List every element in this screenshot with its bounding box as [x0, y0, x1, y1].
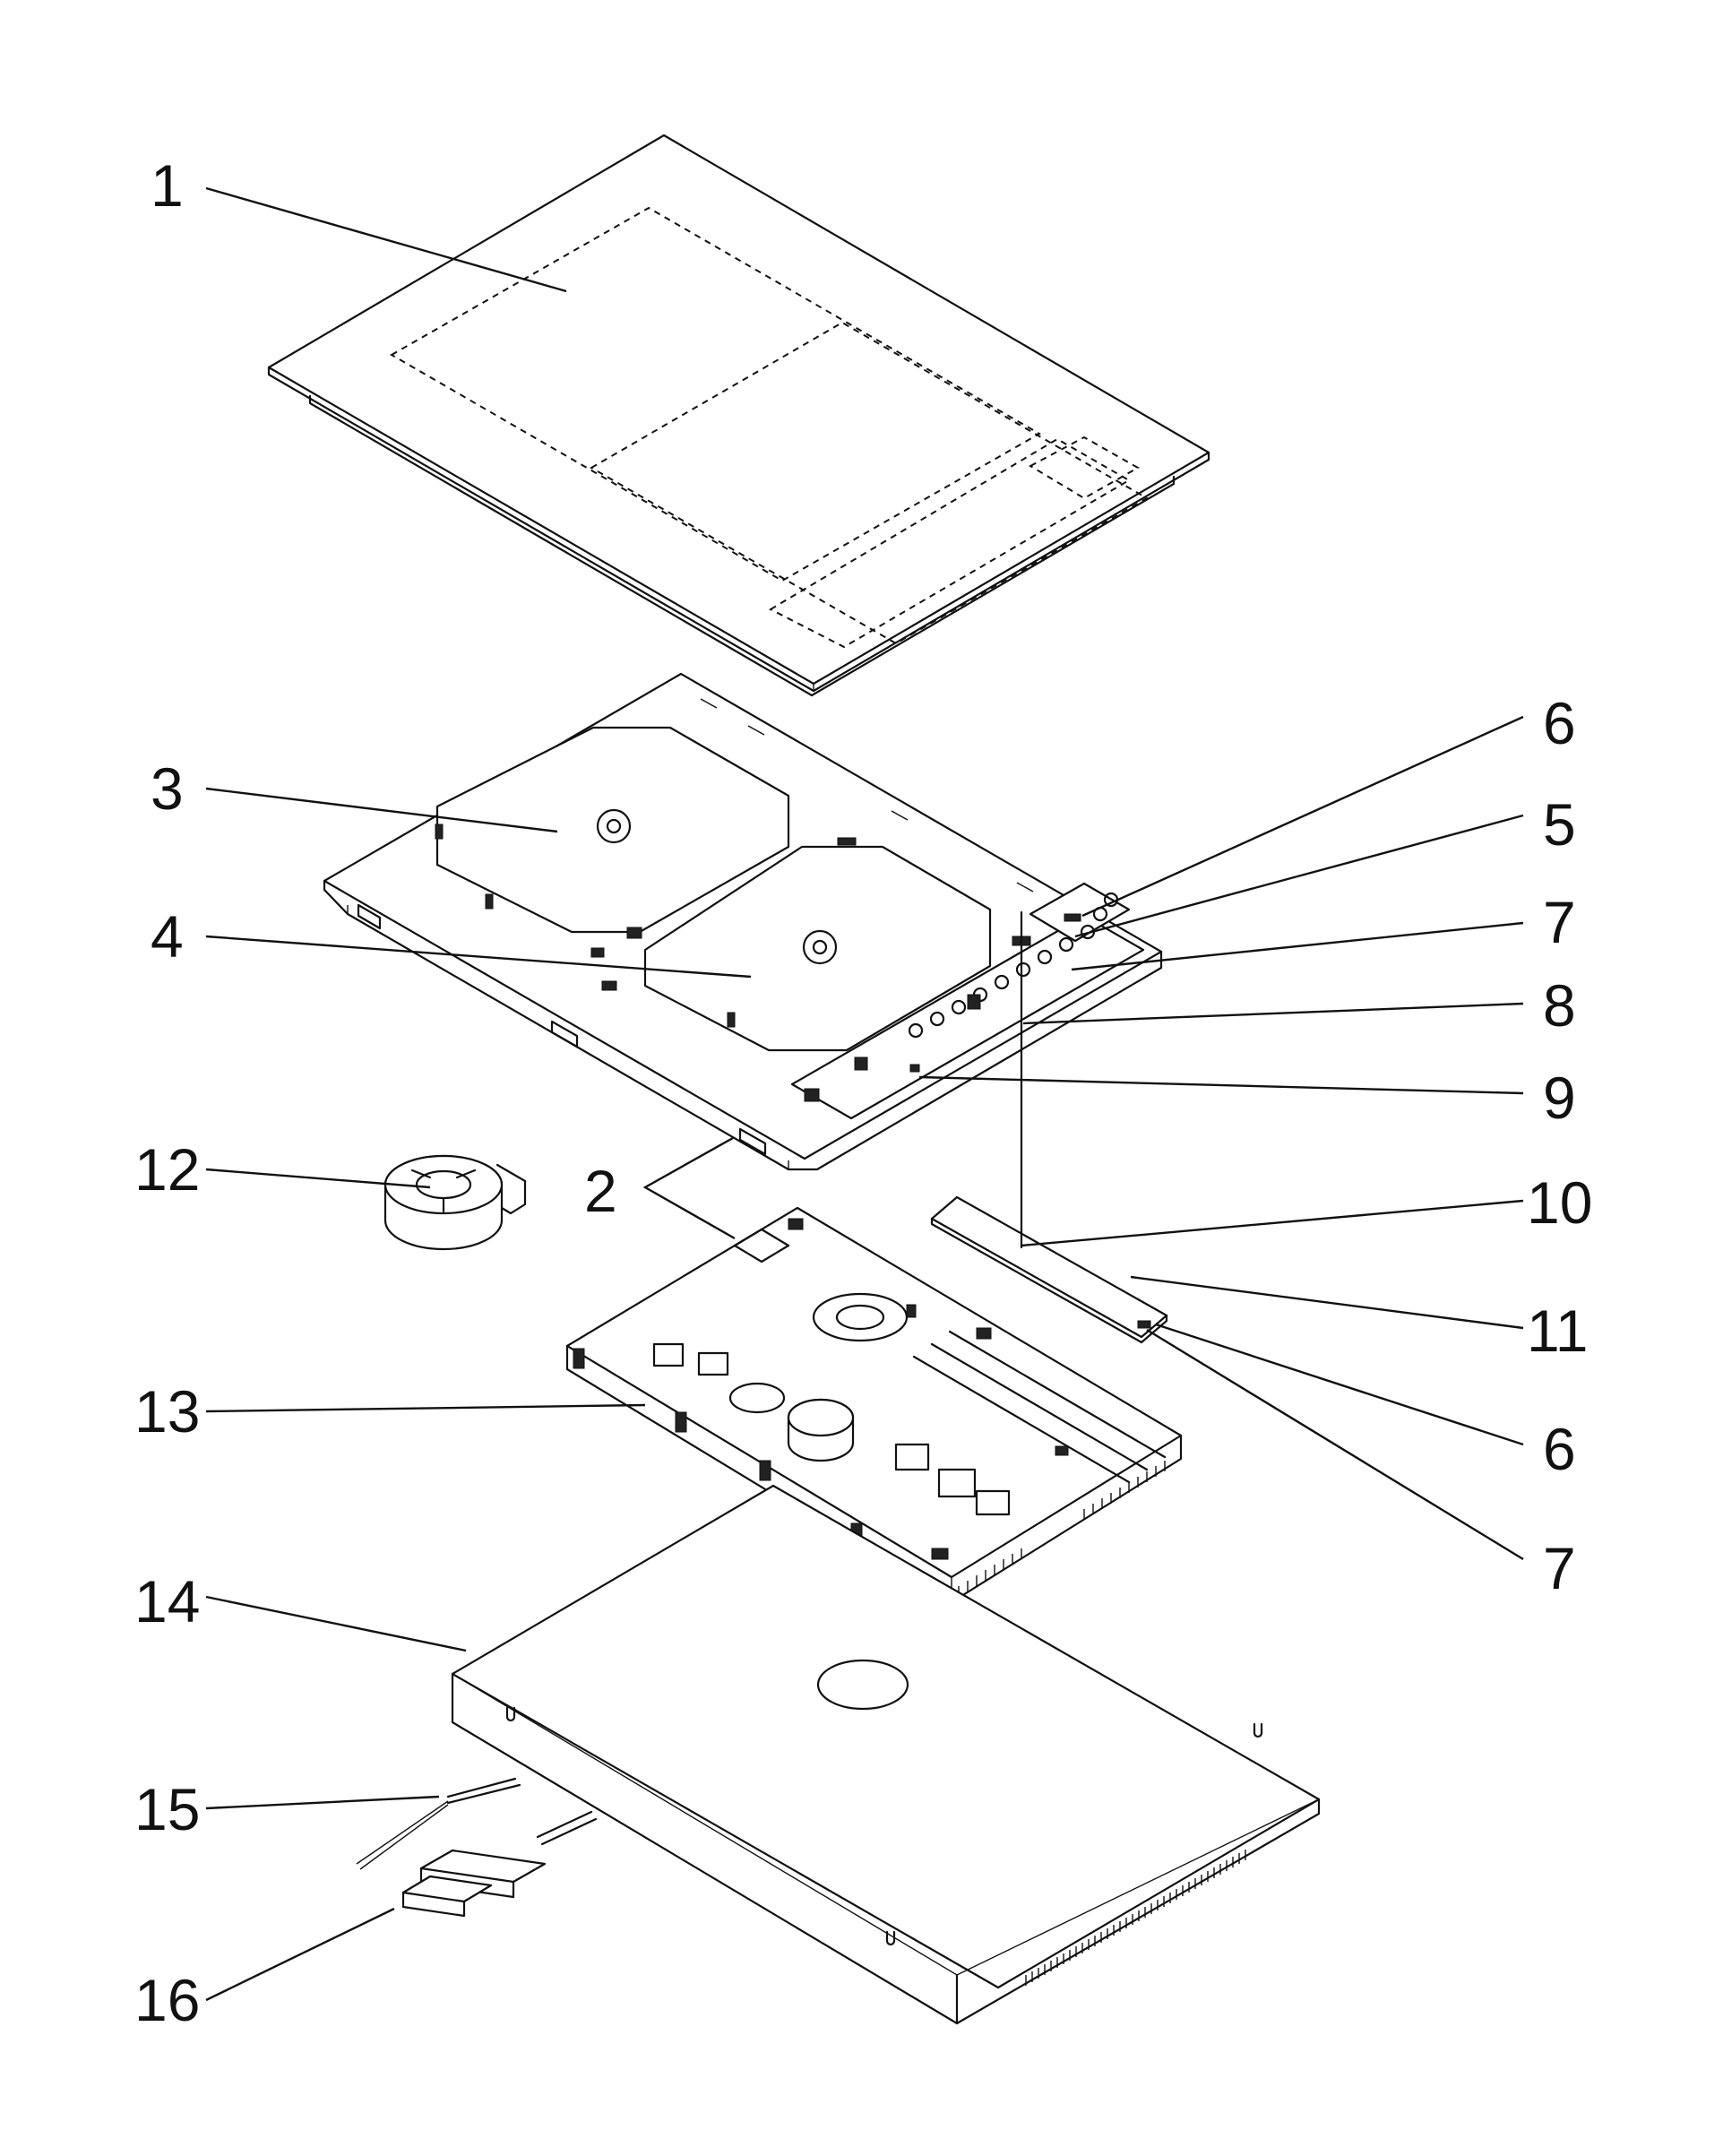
callout-7: 7 [1543, 889, 1576, 955]
callout-5: 5 [1543, 791, 1576, 858]
callout-12: 12 [134, 1136, 200, 1203]
callout-3: 3 [151, 755, 184, 822]
callout-10: 10 [1527, 1169, 1592, 1236]
callout-1: 1 [151, 152, 184, 219]
power-cable [356, 1777, 598, 1870]
callout-7-lower: 7 [1543, 1535, 1576, 1601]
callout-14: 14 [134, 1568, 200, 1634]
callout-11: 11 [1527, 1298, 1589, 1364]
fan-icon [383, 1154, 527, 1251]
callout-6: 6 [1543, 690, 1576, 756]
callout-8: 8 [1543, 972, 1576, 1039]
bottom-housing [451, 1484, 1321, 2025]
callout-13: 13 [134, 1378, 200, 1445]
callout-16: 16 [134, 1967, 200, 2033]
power-board [565, 1206, 1183, 1604]
callout-15: 15 [134, 1776, 200, 1842]
callout-4: 4 [151, 903, 184, 970]
terminal-block [401, 1849, 547, 1918]
keypad-board [930, 1195, 1168, 1344]
callout-6-lower: 6 [1543, 1416, 1576, 1482]
glass-top-plate [267, 134, 1210, 697]
leader-lines [205, 186, 1524, 2002]
callout-2: 2 [584, 1158, 617, 1224]
coil-carrier-tray [323, 672, 1163, 1171]
callout-9: 9 [1543, 1065, 1576, 1131]
callout-labels: 1 2 3 4 5 6 7 8 9 10 11 6 7 12 13 14 15 … [134, 152, 1592, 2033]
